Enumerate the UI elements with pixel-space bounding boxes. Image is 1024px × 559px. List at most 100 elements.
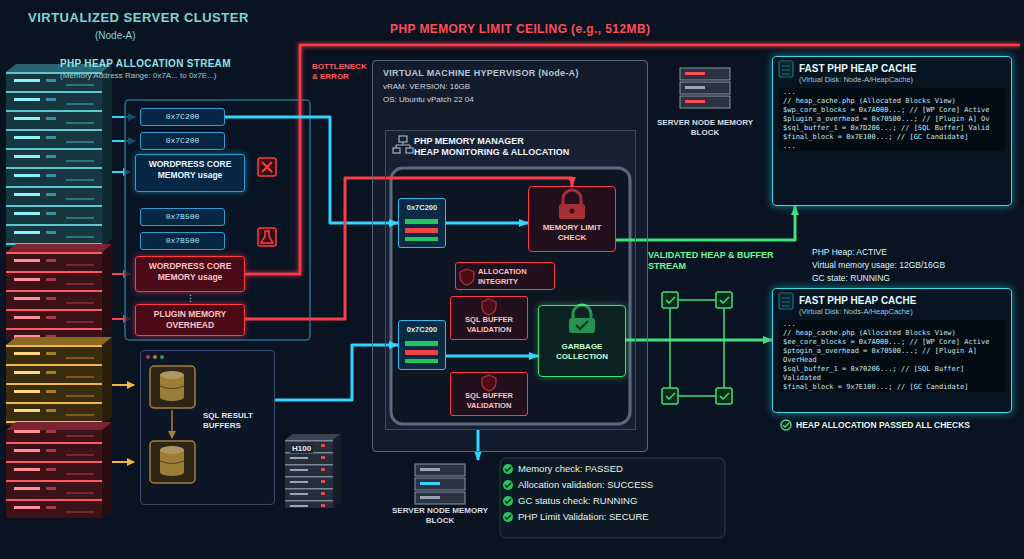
node-text: SQL BUFFER VALIDATION — [453, 315, 525, 334]
error-box: WORDPRESS CORE MEMORY usage — [135, 256, 245, 292]
svg-part — [112, 384, 134, 386]
svg-part — [112, 461, 134, 463]
address-block: 0x7B500 — [140, 208, 225, 226]
node-text: SERVER NODE MEMORY BLOCK — [655, 118, 755, 138]
node-text: FAST PHP HEAP CACHE — [773, 289, 1011, 306]
address-block: 0x7C200 — [140, 132, 225, 150]
status-panel — [500, 458, 725, 538]
svg-part — [420, 482, 440, 485]
node-text: VIRTUAL MACHINE HYPERVISOR (Node-A) — [383, 67, 637, 79]
node-text: PHP MEMORY MANAGER — [414, 136, 629, 147]
node-text: 0x7C200 — [399, 325, 445, 334]
svg-part — [415, 478, 465, 490]
node-text: // heap_cache.php (Allocated Blocks View… — [779, 329, 1005, 338]
svg-part — [6, 337, 112, 345]
node-text: $sql_buffer_1 = 0x7D206...; // [SQL Buff… — [779, 124, 1005, 133]
svg-part — [6, 422, 112, 430]
svg-part — [6, 430, 102, 518]
node-text: ... — [779, 142, 1005, 151]
svg-part — [285, 434, 341, 440]
node-text: SQL BUFFER VALIDATION — [453, 391, 525, 410]
svg-part — [685, 100, 705, 103]
status-checks — [503, 464, 513, 522]
node-text: OS: Ubuntu vPatch 22 04 — [383, 94, 637, 105]
node-text: 0x7C200 — [141, 133, 224, 149]
check-box: SQL BUFFER VALIDATION — [450, 296, 528, 340]
svg-part — [420, 496, 440, 499]
manager-panel: PHP MEMORY MANAGERHEAP MONITORING & ALLO… — [385, 130, 636, 430]
svg-part — [680, 82, 730, 94]
ellipsis-mark: ⋮ — [186, 293, 195, 303]
diagram-title: VIRTUALIZED SERVER CLUSTER — [28, 10, 249, 25]
node-text: ... — [779, 88, 1005, 97]
svg-part — [333, 434, 341, 508]
svg-part — [781, 420, 791, 430]
svg-part — [662, 292, 678, 308]
svg-part — [396, 142, 410, 148]
svg-part — [420, 468, 440, 471]
stream-panel: PHP HEAP ALLOCATION STREAM(Memory Addres… — [55, 58, 313, 343]
manager-fill — [385, 130, 636, 430]
cluster-subtitle: (Node-A) — [95, 30, 136, 41]
server-block: SERVER NODE MEMORY BLOCK — [385, 460, 495, 530]
error-label: BOTTLENECK & ERROR — [312, 62, 370, 82]
svg-part — [666, 297, 729, 399]
node-text: $sql_buffer_1 = 0x70206...; // [SQL Buff… — [779, 365, 1005, 383]
address-block: 0x7B500 — [140, 232, 225, 250]
node-text: HEAP MONITORING & ALLOCATION — [414, 147, 629, 158]
gpu-label: H100 — [290, 444, 313, 453]
memory-box: WORDPRESS CORE MEMORY usage — [135, 154, 245, 192]
hypervisor-panel: VIRTUAL MACHINE HYPERVISOR (Node-A) vRAM:… — [372, 60, 648, 452]
svg-part — [102, 422, 112, 518]
manager-icon — [393, 136, 413, 153]
svg-part — [102, 337, 112, 425]
svg-part — [6, 244, 112, 252]
check-network — [662, 292, 732, 404]
heap-chip: 0x7C200 — [398, 198, 446, 248]
pass-label: HEAP ALLOCATION PASSED ALL CHECKS — [796, 420, 970, 431]
node-text: WORDPRESS CORE MEMORY usage — [140, 159, 240, 181]
cache-panel: FAST PHP HEAP CACHE(Virtual Disk: Nods-A… — [772, 288, 1012, 413]
node-text: PLUGIN MEMORY OVERHEAD — [140, 309, 240, 331]
svg-part — [258, 158, 276, 176]
node-text: ... — [779, 320, 1005, 329]
node-text: $final_block = 9x7E100...; // [GC Candid… — [779, 383, 1005, 392]
node-text: vRAM: VERSION: 16GB — [383, 81, 637, 92]
status-line: Allocation validation: SUCCESS — [518, 479, 653, 490]
server-icon — [415, 464, 465, 504]
svg-part — [783, 423, 789, 427]
node-text: ALLOCATION INTEGRITY — [478, 267, 551, 286]
svg-part — [262, 162, 272, 172]
svg-part — [258, 228, 276, 246]
error-icons — [258, 158, 276, 246]
svg-part — [680, 96, 730, 108]
node-text: SERVER NODE MEMORY BLOCK — [385, 506, 495, 526]
check-box: ALLOCATION INTEGRITY — [455, 262, 555, 290]
svg-part — [102, 244, 112, 340]
status-line: PHP Heap: ACTIVE — [812, 247, 887, 258]
check-box: SQL BUFFER VALIDATION — [450, 372, 528, 416]
node-text: (Virtual Disk: Nods-A/HeapCache) — [773, 306, 1011, 320]
buffer-panel: SQL RESULT BUFFERS — [140, 350, 275, 505]
status-line: PHP Limit Validation: SECURE — [518, 511, 649, 522]
node-text: $ee_core_blocks = 0x7A000...; // [WP Cor… — [779, 338, 1005, 347]
node-text: FAST PHP HEAP CACHE — [773, 57, 1011, 74]
server-icon — [680, 68, 730, 108]
flow-connector — [616, 206, 795, 240]
stream-label: VALIDATED HEAP & BUFFER STREAM — [648, 250, 776, 272]
node-text: $plugin_a_overhead = 0x70500...; // [Plu… — [779, 115, 1005, 124]
svg-part — [6, 252, 102, 340]
node-text: PHP HEAP ALLOCATION STREAM — [60, 58, 308, 69]
node-text: SQL RESULT BUFFERS — [203, 411, 270, 431]
svg-part — [6, 345, 102, 425]
server-stacks — [6, 64, 112, 518]
svg-part — [685, 72, 705, 75]
node-text: GARBAGE COLLECTION — [542, 342, 622, 362]
svg-part — [415, 464, 465, 476]
h100-block — [285, 434, 341, 508]
flow-connector — [446, 222, 528, 225]
node-text: $wp_core_blocks = 0x7A000...; // [WP Cor… — [779, 106, 1005, 115]
svg-part — [716, 388, 732, 404]
node-text: (Virtual Disk: Node-A/HeapCache) — [773, 74, 1011, 88]
svg-part — [505, 467, 511, 519]
